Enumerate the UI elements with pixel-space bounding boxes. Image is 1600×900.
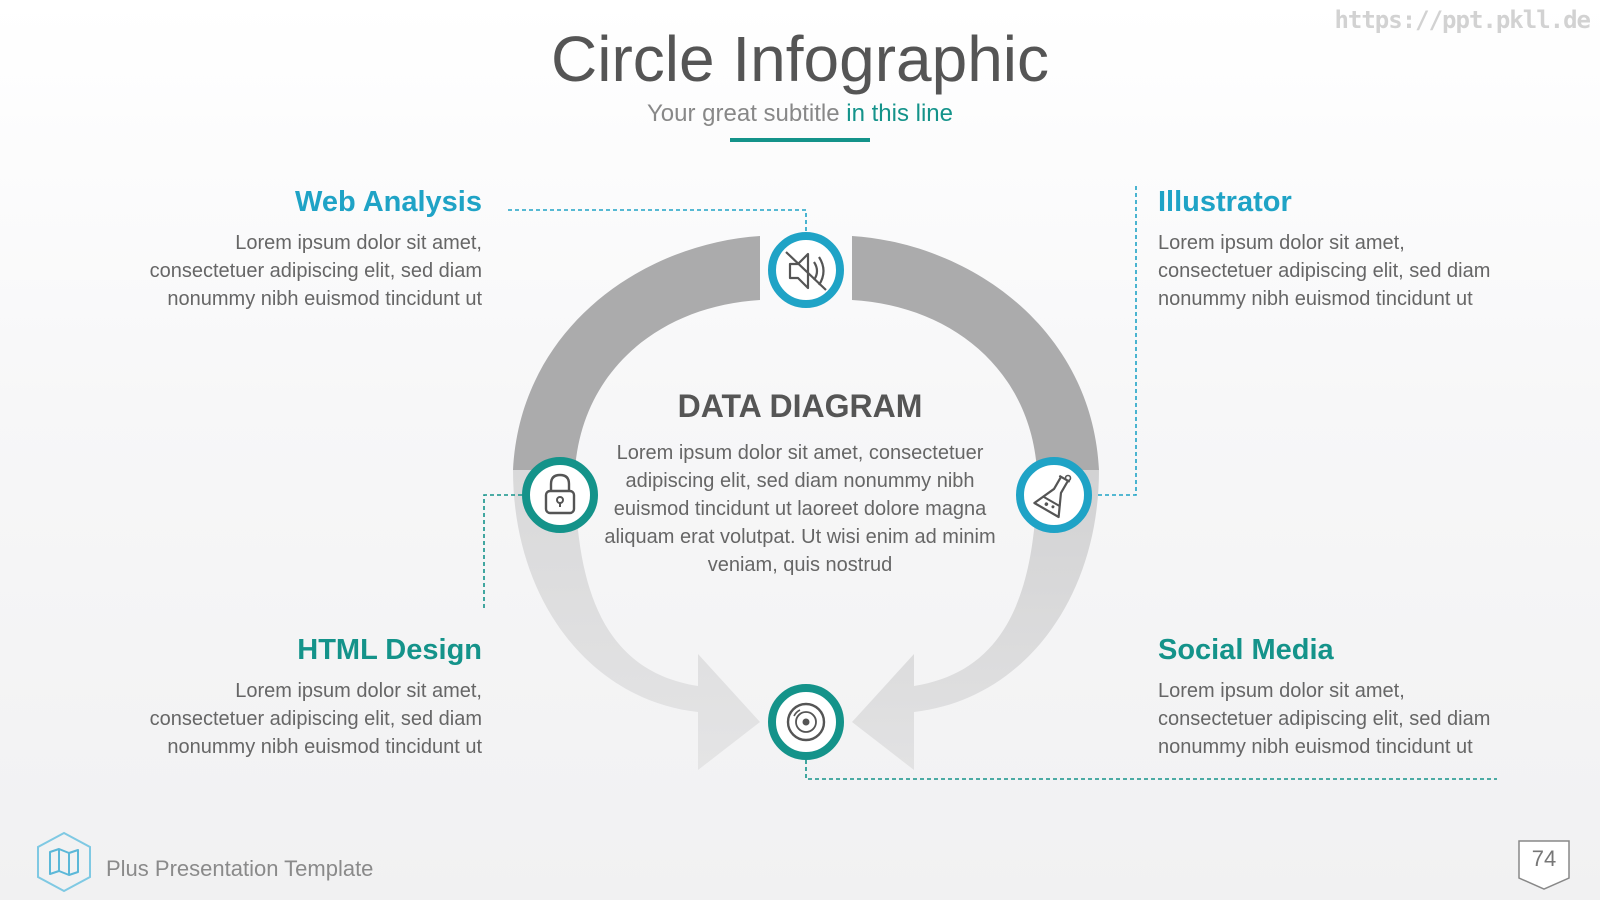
- illustrator-block: Illustrator Lorem ipsum dolor sit amet, …: [1158, 186, 1518, 313]
- subtitle-highlight: in this line: [846, 100, 953, 127]
- flask-icon: [1016, 457, 1092, 533]
- html-design-title: HTML Design: [297, 634, 482, 666]
- web-analysis-title: Web Analysis: [295, 186, 482, 218]
- lock-icon: [522, 457, 598, 533]
- social-media-block: Social Media Lorem ipsum dolor sit amet,…: [1158, 634, 1518, 761]
- connector-social-media: [805, 760, 1497, 780]
- title-underline: [730, 138, 870, 142]
- center-heading: DATA DIAGRAM: [677, 388, 923, 424]
- connector-html-design: [483, 494, 522, 608]
- center-text: Lorem ipsum dolor sit amet, consectetuer…: [604, 442, 996, 576]
- arrow-upper-left: [513, 236, 760, 470]
- page-subtitle: Your great subtitle in this line: [0, 100, 1600, 128]
- center-block: DATA DIAGRAM Lorem ipsum dolor sit amet,…: [600, 388, 1000, 579]
- page-title: Circle Infographic: [551, 23, 1049, 95]
- page-number: 74: [1531, 846, 1557, 871]
- social-media-title: Social Media: [1158, 634, 1334, 666]
- page-badge-shape: [1518, 840, 1570, 890]
- page-number-badge: 74: [1518, 840, 1570, 890]
- footer-template-name: Plus Presentation Template: [106, 856, 374, 881]
- web-analysis-block: Web Analysis Lorem ipsum dolor sit amet,…: [122, 186, 482, 313]
- watermark-url: https://ppt.pkll.de: [1334, 6, 1591, 34]
- arrow-lower-left: [513, 470, 760, 770]
- web-analysis-text: Lorem ipsum dolor sit amet, consectetuer…: [149, 232, 482, 310]
- illustrator-title: Illustrator: [1158, 186, 1292, 218]
- map-logo-icon: [37, 831, 91, 893]
- connector-illustrator: [1098, 186, 1137, 496]
- social-media-text: Lorem ipsum dolor sit amet, consectetuer…: [1158, 680, 1491, 758]
- arrow-upper-right: [852, 236, 1099, 470]
- illustrator-text: Lorem ipsum dolor sit amet, consectetuer…: [1158, 232, 1491, 310]
- html-design-block: HTML Design Lorem ipsum dolor sit amet, …: [122, 634, 482, 761]
- subtitle-plain: Your great subtitle: [647, 100, 847, 127]
- disc-icon: [768, 684, 844, 760]
- connector-web-analysis: [508, 209, 807, 232]
- html-design-text: Lorem ipsum dolor sit amet, consectetuer…: [149, 680, 482, 758]
- speaker-icon: [768, 232, 844, 308]
- arrow-lower-right: [852, 470, 1099, 770]
